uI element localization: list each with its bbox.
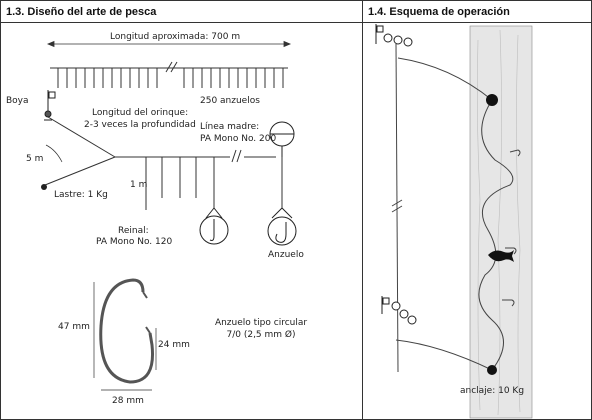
label-linea-madre-1: Línea madre: [200, 122, 260, 132]
panel-divider [362, 0, 363, 420]
orinque-line [44, 116, 276, 186]
circle-hook-illustration [99, 278, 155, 384]
label-anzuelo-tipo-1: Anzuelo tipo circular [214, 318, 308, 328]
label-anzuelos-count: 250 anzuelos [200, 96, 260, 106]
label-anzuelo: Anzuelo [268, 250, 304, 260]
label-linea-madre-2: PA Mono No. 200 [200, 134, 277, 144]
label-boya: Boya [6, 96, 29, 106]
downline-break [391, 199, 403, 213]
5m-dimension-arc [45, 144, 63, 163]
sinker-weight-icon [41, 184, 47, 190]
right-panel-title: 1.4. Esquema de operación [368, 6, 510, 18]
label-longitud-aproximada: Longitud aproximada: 700 m [110, 32, 241, 42]
label-orinque-1: Longitud del orinque: [92, 108, 189, 118]
wall-mainline [395, 57, 514, 371]
hook-dimension-lines [93, 282, 157, 391]
header-rule [0, 22, 592, 23]
label-hook-28mm: 28 mm [112, 396, 144, 406]
label-hook-24mm: 24 mm [158, 340, 190, 350]
label-reinal-2: PA Mono No. 120 [96, 237, 173, 247]
mainline-float-icon [269, 121, 295, 157]
fish-icon [488, 250, 514, 262]
wall-float-top [486, 94, 498, 106]
wall-texture [477, 29, 521, 416]
label-anclaje: anclaje: 10 Kg [460, 386, 525, 396]
wall-hooks [502, 149, 521, 307]
left-panel-title: 1.3. Diseño del arte de pesca [6, 6, 157, 18]
label-reinal-1: Reinal: [118, 226, 149, 236]
label-1m: 1 m [130, 180, 148, 190]
wall-float-bottom [487, 365, 497, 375]
top-buoys-icon [375, 24, 413, 47]
label-lastre: Lastre: 1 Kg [54, 190, 108, 200]
magnifier-hook-left [199, 207, 229, 245]
buoy-flag-icon [44, 90, 56, 121]
middle-buoys-icon [381, 296, 417, 325]
schematic-mainline [50, 61, 288, 88]
label-5m: 5 m [26, 154, 44, 164]
label-anzuelo-tipo-2: 7/0 (2,5 mm Ø) [226, 330, 296, 340]
magnifier-hook-right [267, 207, 297, 246]
downline [395, 43, 399, 373]
label-hook-47mm: 47 mm [58, 322, 90, 332]
length-dimension-arrow [46, 40, 292, 48]
branch-lines [145, 157, 283, 210]
label-orinque-2: 2-3 veces la profundidad [84, 120, 196, 130]
